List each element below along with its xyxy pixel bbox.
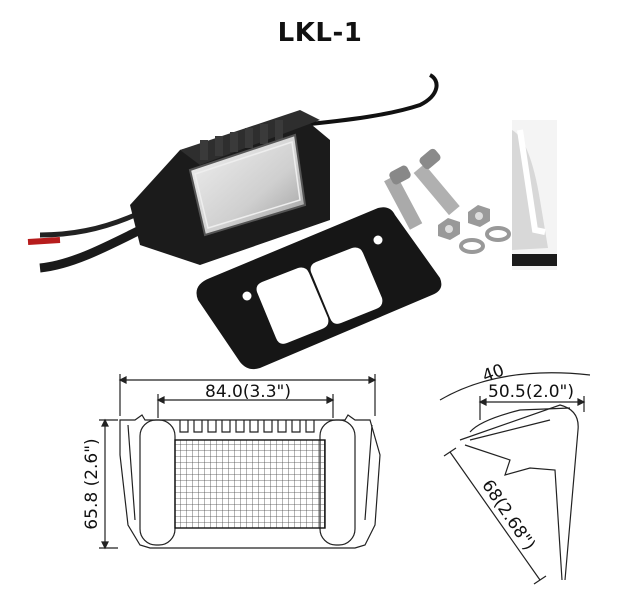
hardware-photo — [384, 148, 511, 254]
height-dimension-label: 65.8 (2.6") — [82, 438, 102, 529]
depth-dimension-label: 50.5(2.0") — [488, 382, 574, 402]
side-view-drawing — [439, 372, 591, 585]
light-unit-photo — [27, 73, 439, 273]
product-title: LKL-1 — [277, 18, 363, 48]
side-view-photo — [512, 120, 557, 270]
front-view-drawing — [99, 374, 381, 550]
width-dimension-label: 84.0(3.3") — [205, 382, 291, 402]
diagonal-dimension-label: 68(2.68") — [477, 476, 539, 554]
gasket-photo — [196, 207, 442, 370]
